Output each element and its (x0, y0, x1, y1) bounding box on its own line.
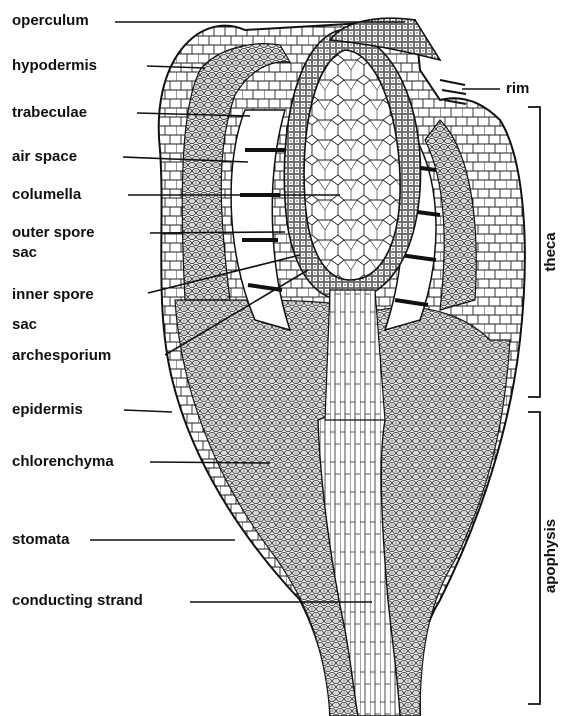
label-theca: theca (541, 192, 561, 312)
label-chlorenchyma: chlorenchyma (12, 452, 114, 472)
label-apophysis: apophysis (541, 496, 561, 616)
leader-chlorenchyma (150, 462, 270, 463)
leader-outer-spore-sac (150, 232, 285, 233)
theca-bracket (528, 107, 540, 397)
apophysis-bracket (528, 412, 540, 704)
label-columella: columella (12, 185, 81, 205)
label-hypodermis: hypodermis (12, 56, 97, 76)
label-operculum: operculum (12, 11, 89, 31)
label-outer-spore-sac-line2: sac (12, 243, 37, 263)
label-outer-spore-sac-line1: outer spore (12, 223, 95, 243)
label-inner-spore-sac-line1: inner spore (12, 285, 94, 305)
label-epidermis: epidermis (12, 400, 83, 420)
label-conducting-strand: conducting strand (12, 591, 143, 611)
columella-stalk (325, 290, 385, 420)
label-rim: rim (506, 79, 529, 99)
label-archesporium: archesporium (12, 346, 111, 366)
leader-epidermis (124, 410, 172, 412)
label-air-space: air space (12, 147, 77, 167)
label-inner-spore-sac-line2: sac (12, 315, 37, 335)
brackets (528, 107, 540, 704)
label-stomata: stomata (12, 530, 70, 550)
label-trabeculae: trabeculae (12, 103, 87, 123)
